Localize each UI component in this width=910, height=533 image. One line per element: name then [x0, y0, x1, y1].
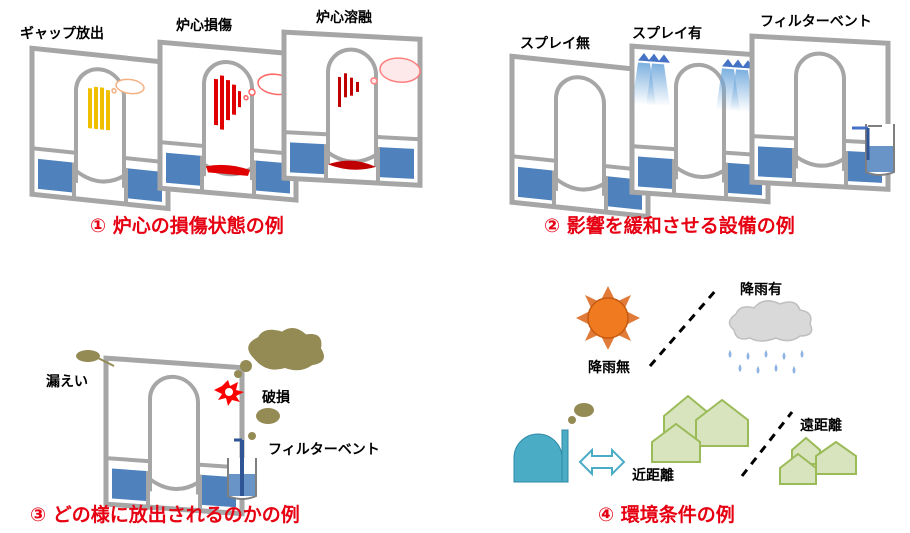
- building-core-meltdown: [282, 30, 422, 187]
- label-no-rain: 降雨無: [588, 359, 630, 376]
- caption-mitigation: ② 影響を緩和させる設備の例: [544, 214, 795, 237]
- leak-smoke: [76, 350, 115, 367]
- sun-icon: [576, 286, 640, 350]
- panel-release: 漏えい 破損 フィルターベント ③ どの様に放出されるのかの例: [30, 328, 380, 526]
- houses-far-icon: [779, 436, 857, 485]
- melted-core: [328, 73, 376, 170]
- rupture-smoke-cloud: [234, 328, 324, 378]
- filter-vent-tank: [852, 124, 895, 176]
- houses-near-icon: [651, 394, 749, 463]
- label-gap-release: ギャップ放出: [20, 25, 104, 42]
- panel-mitigation: スプレイ無 スプレイ有 フィルターベント ② 影響を緩和させる設備の例: [510, 14, 895, 237]
- label-core-damage: 炉心損傷: [176, 17, 232, 34]
- caption-environment: ④ 環境条件の例: [598, 503, 735, 526]
- label-far: 遠距離: [800, 417, 842, 434]
- building-no-spray: [510, 54, 650, 219]
- building-gap-release: [30, 46, 170, 211]
- fuel-rods-damaged: [206, 75, 250, 176]
- double-arrow-icon: [578, 447, 626, 477]
- release-bubble: [111, 78, 145, 95]
- power-plant-icon: [513, 403, 594, 483]
- caption-release: ③ どの様に放出されるのかの例: [30, 503, 300, 526]
- spray-icon: [632, 52, 754, 113]
- building-release: [104, 356, 244, 516]
- panel-environment: 降雨無 降雨有 近距離 遠距離 ④ 環境条件の例: [513, 281, 857, 526]
- rupture-burst-icon: [214, 380, 244, 406]
- label-rain: 降雨有: [740, 281, 782, 298]
- divider-distance: [740, 411, 794, 477]
- label-no-spray: スプレイ無: [520, 35, 590, 52]
- building-spray: [630, 44, 770, 204]
- filter-vent-release: [227, 408, 280, 500]
- release-bubble-pink: [370, 57, 421, 85]
- label-core-meltdown: 炉心溶融: [316, 9, 372, 26]
- building-core-damage: [158, 40, 298, 202]
- label-spray: スプレイ有: [632, 25, 702, 42]
- fuel-rods-yellow: [88, 86, 110, 131]
- label-filter-vent-release: フィルターベント: [268, 442, 380, 458]
- label-leak: 漏えい: [46, 374, 88, 390]
- caption-core-damage: ① 炉心の損傷状態の例: [90, 214, 284, 237]
- panel-core-damage: ギャップ放出 炉心損傷 炉心溶融 ① 炉心の損傷状態の例: [20, 9, 422, 237]
- label-near: 近距離: [632, 467, 674, 484]
- label-rupture: 破損: [262, 389, 291, 406]
- rain-cloud-icon: [728, 300, 813, 374]
- label-filter-vent: フィルターベント: [760, 14, 872, 30]
- divider-rain: [648, 289, 718, 367]
